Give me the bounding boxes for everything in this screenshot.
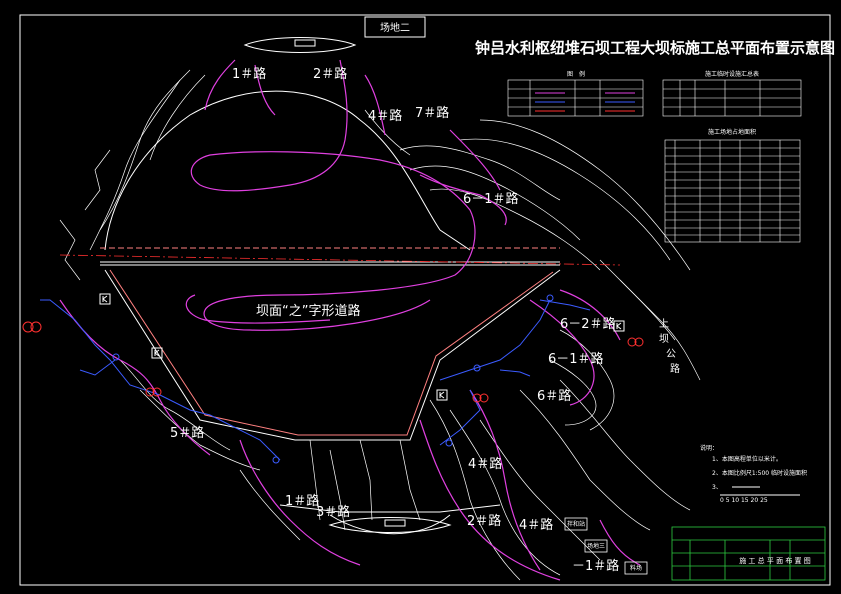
- road-label-5: 5＃路: [170, 425, 204, 441]
- road-label-2-bottom: 2＃路: [467, 513, 501, 529]
- dam-axis: [59, 254, 621, 266]
- title-block: [671, 526, 826, 581]
- drawing-border: [19, 14, 831, 586]
- upper-cofferdam: [243, 37, 357, 53]
- dam-body: [100, 90, 561, 535]
- road-label-7: 7＃路: [415, 105, 449, 121]
- road-label-4-bottom: 4＃路: [519, 517, 553, 533]
- road-label-3: 3＃路: [316, 504, 350, 520]
- power-lines: [40, 299, 591, 461]
- note-1: 1、本图高程单位以米计。: [712, 455, 782, 463]
- dam-road-label: 坝面“之”字形道路: [256, 303, 360, 319]
- road-label-1-top: 1＃路: [232, 66, 266, 82]
- drawing-title: 钟吕水利枢纽堆石坝工程大坝标施工总平面布置示意图: [475, 39, 835, 57]
- scale-bar: [720, 486, 800, 496]
- note-2: 2、本图比例尺1:500 临时设施面积: [712, 469, 807, 477]
- road-network: [59, 59, 641, 581]
- right-road-text-2: 坝: [659, 333, 669, 345]
- road-label-1-bottom: 1＃路: [285, 493, 319, 509]
- side-box-2: [584, 539, 608, 553]
- legend-samples: [535, 92, 635, 112]
- legend-tables: [507, 79, 802, 243]
- side-box-3: [624, 561, 648, 575]
- notes-head: 说明：: [700, 444, 718, 452]
- road-label-6-1-mid: 6－1＃路: [548, 351, 604, 367]
- road-label-4-upper: 4＃路: [368, 108, 402, 124]
- double-circle-icon: [22, 321, 644, 403]
- area-table-title: 施工场地占地面积: [708, 128, 756, 136]
- lower-cofferdam: [328, 517, 452, 533]
- side-box-1: [564, 517, 588, 531]
- road-label-minus-1: －1＃路: [572, 558, 619, 574]
- site-box-top-label: 场地二: [380, 21, 410, 34]
- right-road-text-4: 路: [670, 362, 680, 375]
- right-road-text-1: 上: [659, 318, 669, 330]
- k-box-icon: [99, 293, 625, 401]
- road-label-6: 6＃路: [537, 388, 571, 404]
- scale-label: 0 5 10 15 20 25: [720, 497, 768, 504]
- road-label-6-1-upper: 6－1＃路: [463, 191, 519, 207]
- road-label-6-2: 6－2＃路: [560, 316, 616, 332]
- side-box-3-label: 料场: [630, 564, 642, 572]
- road-label-2-top: 2＃路: [313, 66, 347, 82]
- title-block-drawing-name: 施 工 总 平 面 布 置 图: [739, 556, 811, 565]
- power-node-icons: [112, 294, 554, 464]
- right-road-text-3: 公: [666, 349, 676, 360]
- contour-lines: [59, 69, 701, 581]
- side-box-1-label: 拌和站: [567, 520, 585, 528]
- legend-title: 图 例: [567, 70, 585, 78]
- facility-table-title: 施工临时设施汇总表: [705, 70, 759, 78]
- site-box-top: [364, 16, 426, 38]
- road-label-4-mid: 4＃路: [468, 456, 502, 472]
- note-3: 3、: [712, 484, 722, 491]
- side-box-2-label: 场地三: [587, 542, 605, 550]
